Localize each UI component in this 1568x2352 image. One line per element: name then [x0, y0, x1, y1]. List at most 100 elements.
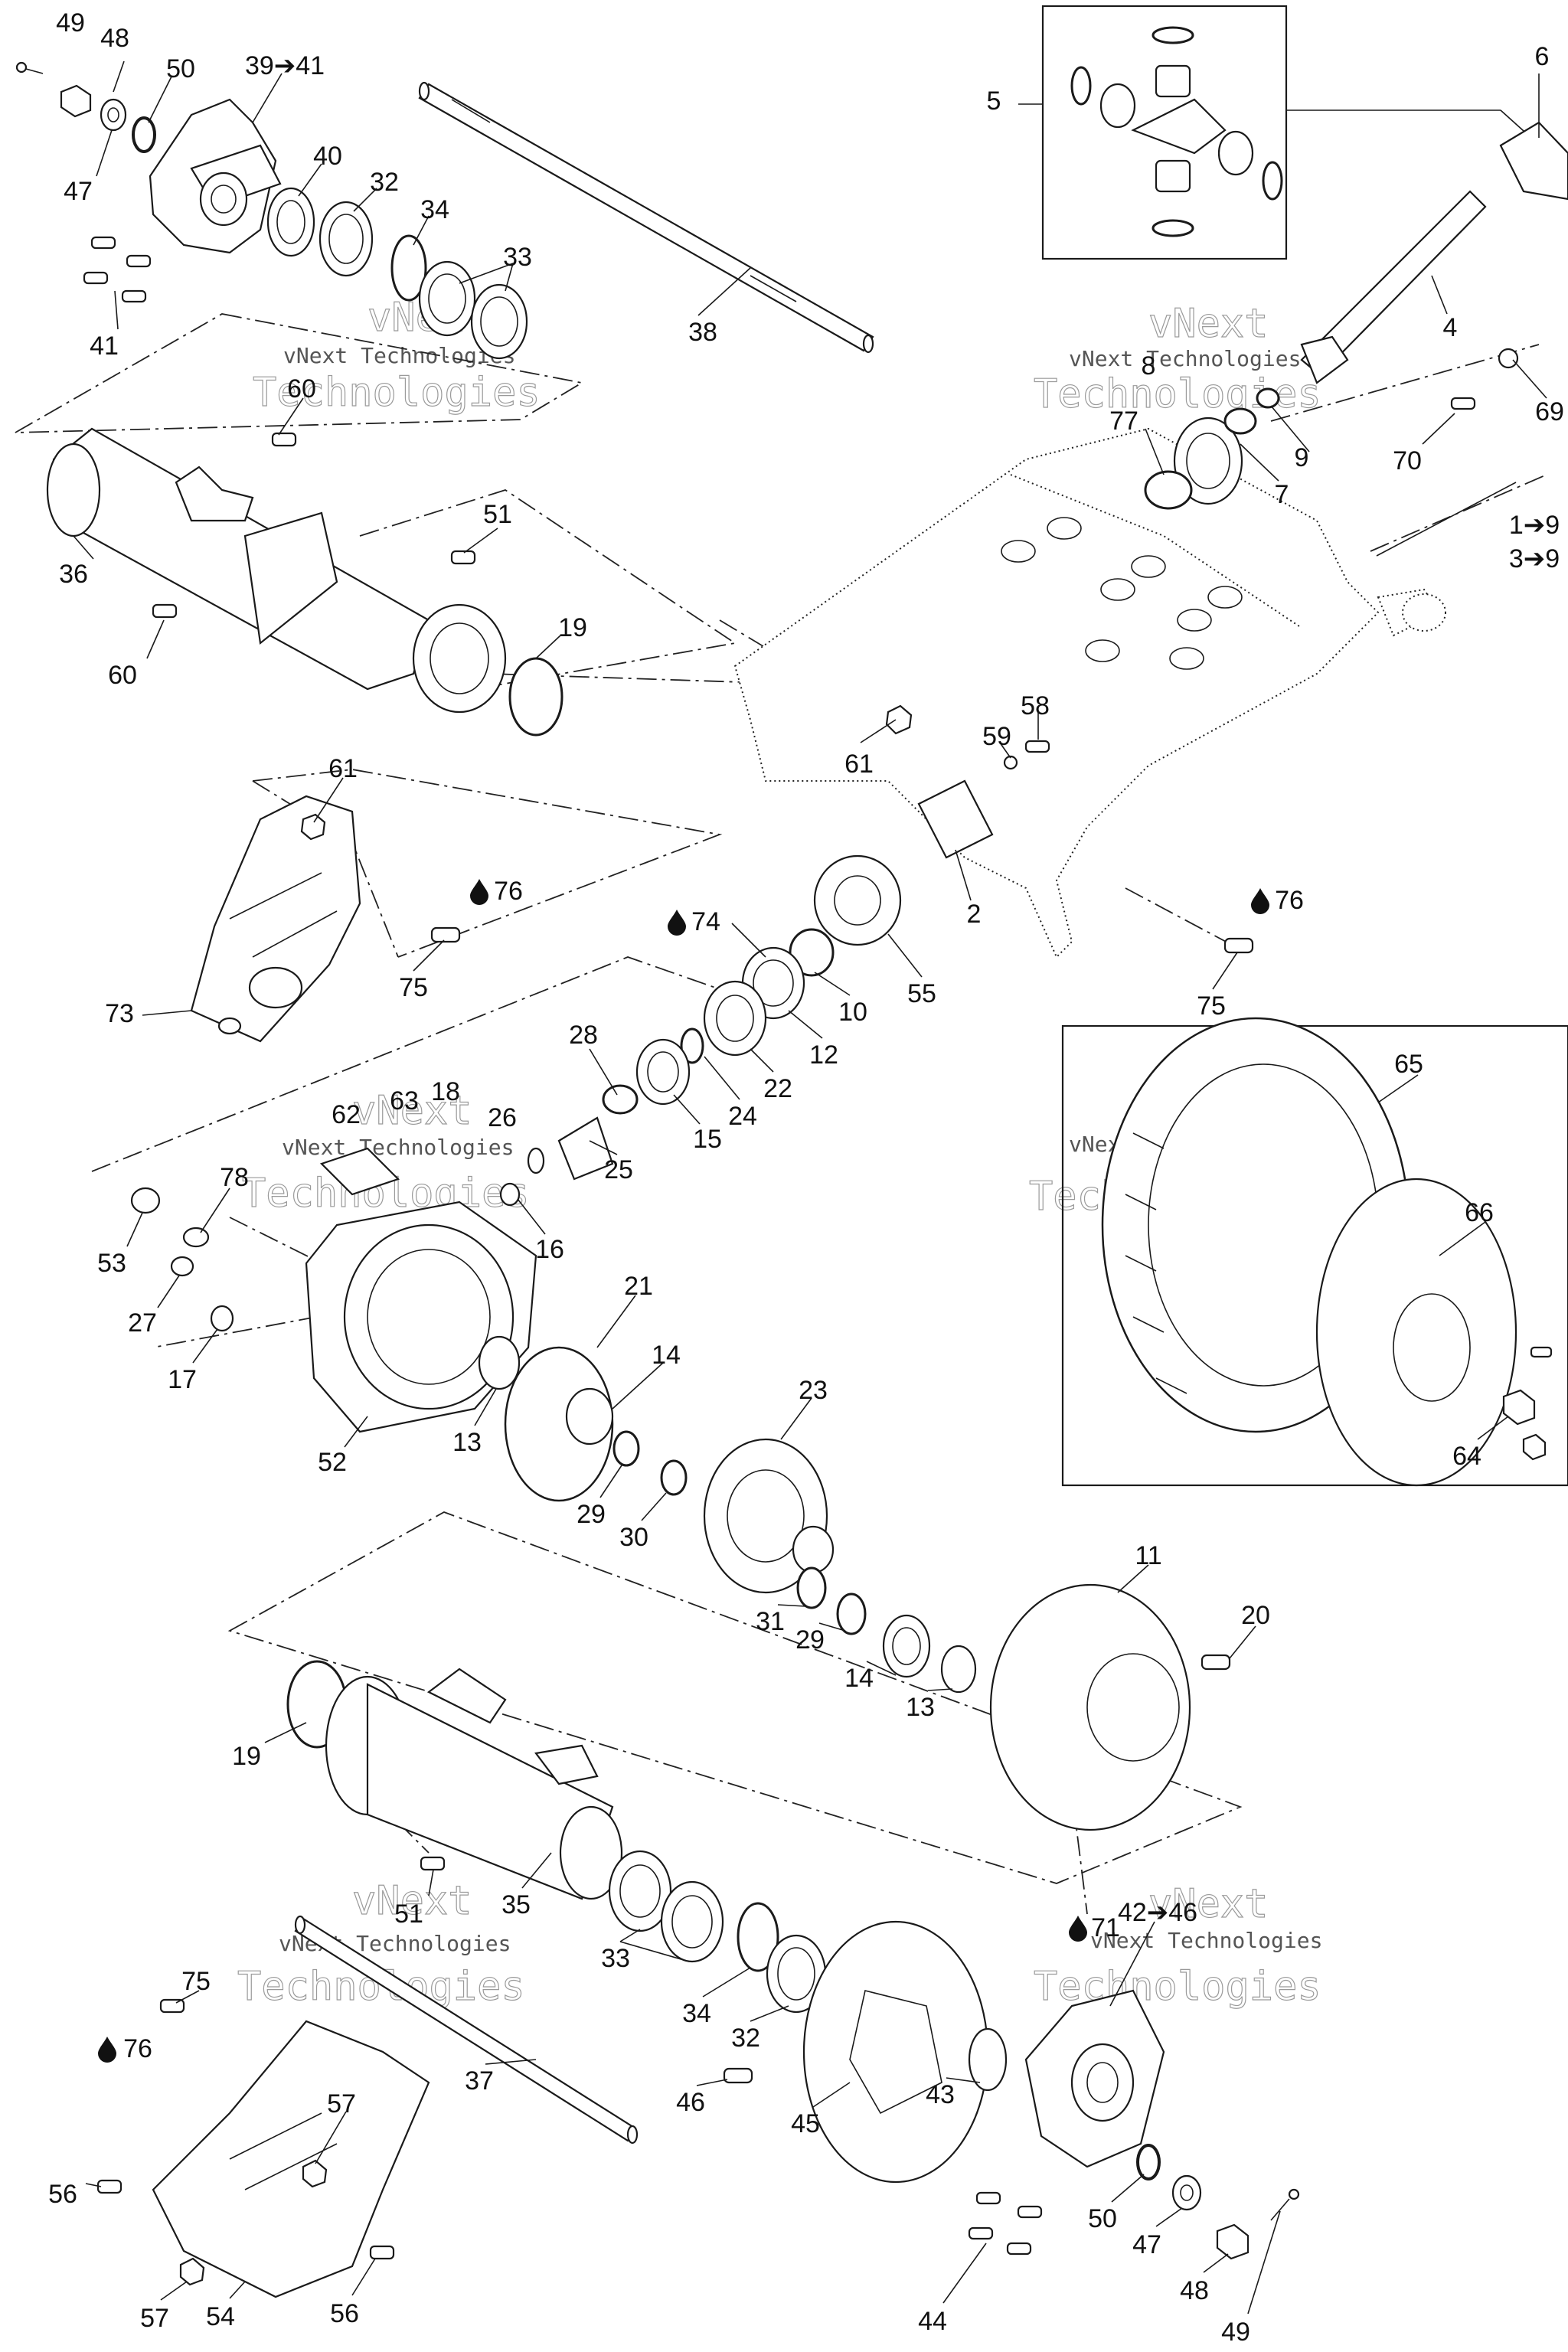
callout-c58: 58	[1021, 691, 1050, 720]
callout-c6: 6	[1535, 42, 1550, 71]
callout-c18: 18	[431, 1077, 460, 1106]
o-ring	[508, 657, 564, 737]
bolt	[152, 603, 178, 619]
callout-c56b: 56	[330, 2299, 359, 2328]
callout-c10: 10	[838, 998, 867, 1027]
differential-housing	[130, 1147, 1231, 1831]
clamp	[1256, 387, 1280, 409]
spring	[319, 1147, 400, 1196]
bearing	[608, 1850, 672, 1932]
lug-nut	[1502, 1389, 1536, 1426]
upper-axle	[418, 81, 874, 354]
clamp	[1144, 470, 1193, 510]
bolt	[430, 926, 461, 943]
callout-c16: 16	[535, 1235, 564, 1264]
bolt	[159, 1998, 185, 2014]
callout-c48a: 48	[100, 24, 129, 53]
callout-c3941: 39➔41	[245, 51, 325, 80]
callout-c29a: 29	[577, 1500, 606, 1529]
callout-c26: 26	[488, 1103, 517, 1132]
callout-c37: 37	[465, 2066, 494, 2096]
washer	[1498, 348, 1519, 369]
circlip	[737, 1902, 779, 1972]
lug-nut	[1522, 1433, 1547, 1461]
callout-c56a: 56	[48, 2180, 77, 2209]
callout-c75a: 75	[399, 973, 428, 1002]
bolt	[369, 2245, 395, 2260]
bearing	[418, 260, 476, 337]
oil-drop-icon	[1069, 1916, 1087, 1942]
mounting-bracket	[190, 795, 461, 1043]
watermark-text: vNext	[352, 1878, 472, 1924]
callout-c33a: 33	[503, 243, 532, 272]
callout-c50b: 50	[1088, 2204, 1117, 2233]
callout-c44: 44	[918, 2307, 947, 2336]
bolt	[1200, 1654, 1231, 1671]
callout-c63: 63	[390, 1086, 419, 1116]
callout-c19b: 19	[232, 1742, 261, 1771]
callout-c36: 36	[59, 560, 88, 589]
castle-nut	[60, 84, 92, 118]
bolt	[271, 432, 297, 447]
callout-c53: 53	[97, 1249, 126, 1278]
sleeve	[917, 779, 994, 859]
callout-c59: 59	[982, 722, 1011, 751]
callout-c49b: 49	[1221, 2318, 1250, 2347]
callout-c75c: 75	[181, 1967, 211, 1996]
oil-seal	[266, 187, 315, 257]
callout-c46: 46	[676, 2088, 705, 2117]
oil-drop-icon	[470, 879, 488, 905]
bearing	[635, 1038, 691, 1106]
swing-arm-frame	[733, 427, 1446, 959]
callout-c24: 24	[728, 1102, 757, 1131]
callout-c74: 74	[691, 907, 720, 936]
callout-c47b: 47	[1132, 2230, 1161, 2259]
callout-c76c: 76	[123, 2034, 152, 2063]
callout-c4: 4	[1443, 313, 1458, 342]
callout-c41: 41	[90, 332, 119, 361]
oil-drop-icon	[668, 910, 686, 936]
callout-c62: 62	[332, 1100, 361, 1129]
callout-c64: 64	[1452, 1442, 1481, 1471]
callout-c47a: 47	[64, 177, 93, 206]
callout-c15: 15	[693, 1125, 722, 1154]
lower-axle	[294, 1915, 639, 2145]
callout-c38: 38	[688, 318, 717, 347]
wheel-studs	[968, 2191, 1043, 2256]
watermark-text: vNext	[1148, 301, 1269, 347]
callout-c20: 20	[1241, 1601, 1270, 1630]
callout-c55: 55	[907, 979, 936, 1008]
rim	[1315, 1178, 1517, 1487]
callout-c48b: 48	[1180, 2276, 1209, 2305]
plug	[210, 1305, 234, 1332]
callout-c19a: 19	[558, 613, 587, 642]
bolt	[1450, 397, 1476, 410]
drive-stack	[499, 779, 994, 1207]
boot	[1173, 416, 1243, 505]
leader-lines	[73, 60, 1547, 2314]
callout-c76b: 76	[1275, 886, 1304, 915]
callout-c30: 30	[619, 1523, 648, 1552]
brake-disc	[723, 1920, 1008, 2184]
bolt	[1223, 937, 1254, 954]
seal	[940, 1645, 977, 1694]
oil-drop-icon	[98, 2037, 116, 2063]
stud	[1530, 1346, 1553, 1358]
callout-c51a: 51	[483, 500, 512, 529]
callout-c8: 8	[1142, 351, 1156, 381]
washer	[1171, 2174, 1202, 2211]
plug	[130, 1187, 161, 1214]
callout-c23: 23	[799, 1376, 828, 1405]
callout-c49a: 49	[56, 8, 85, 38]
universal-joint-inset-box	[1041, 5, 1288, 260]
callout-c33b: 33	[601, 1944, 630, 1973]
clamp	[1223, 407, 1257, 435]
callout-c77: 77	[1109, 407, 1138, 436]
callout-c32b: 32	[731, 2024, 760, 2053]
watermark-text: vNext Technologies	[1090, 1928, 1322, 1953]
bearing	[882, 1614, 931, 1678]
callout-c14a: 14	[652, 1341, 681, 1370]
cotter-pin	[1270, 2198, 1290, 2221]
callout-c34b: 34	[682, 1999, 711, 2028]
